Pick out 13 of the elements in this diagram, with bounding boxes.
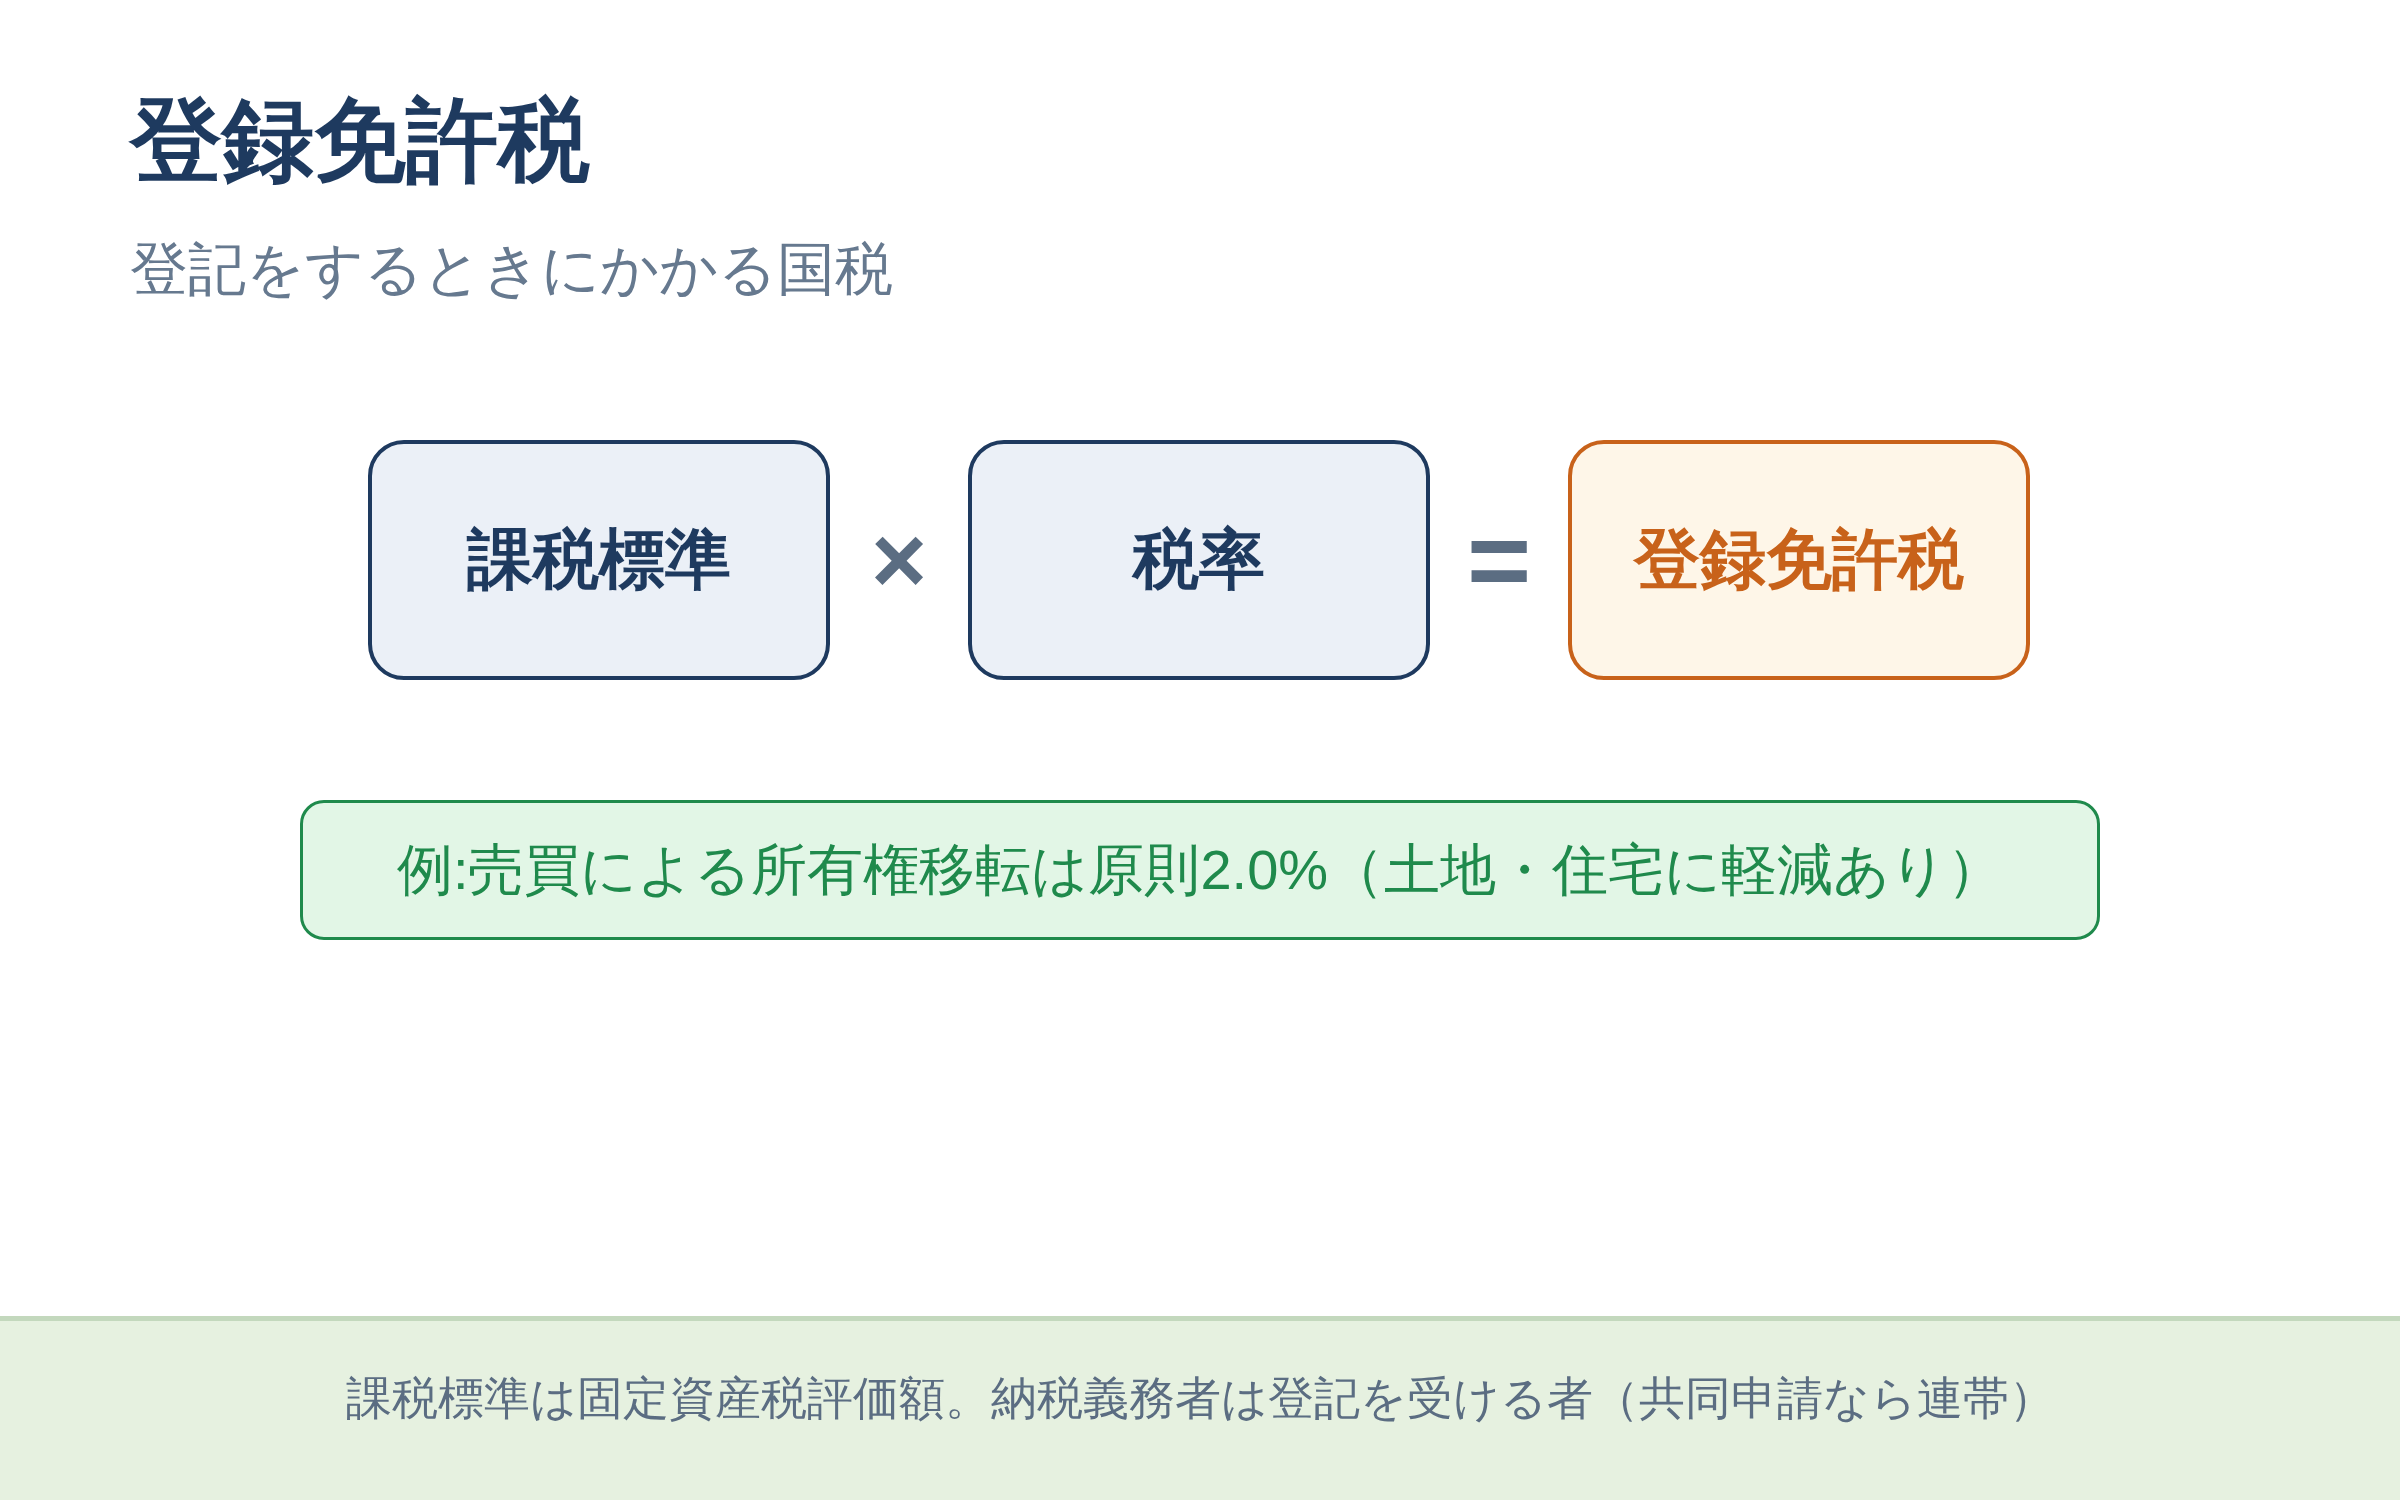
title: 登録免許税 [130, 88, 590, 193]
result-card [1568, 440, 2030, 680]
example-card [300, 800, 2100, 940]
subtitle: 登記をするときにかかる国税 [130, 236, 893, 303]
example-note: 例:売買による所有権移転は原則2.0%（土地・住宅に軽減あり） [396, 837, 2004, 904]
term-text: 税率 [1133, 521, 1265, 599]
result-text: 登録免許税 [1634, 521, 1964, 599]
term-card [968, 440, 1430, 680]
term-text: 課税標準 [467, 521, 731, 599]
term-card [368, 440, 830, 680]
footer-note: 課税標準は固定資産税評価額。納税義務者は登記を受ける者（共同申請なら連帯） [345, 1371, 2055, 1426]
multiply-sign: × [870, 504, 928, 615]
equals-sign: = [1466, 496, 1532, 623]
